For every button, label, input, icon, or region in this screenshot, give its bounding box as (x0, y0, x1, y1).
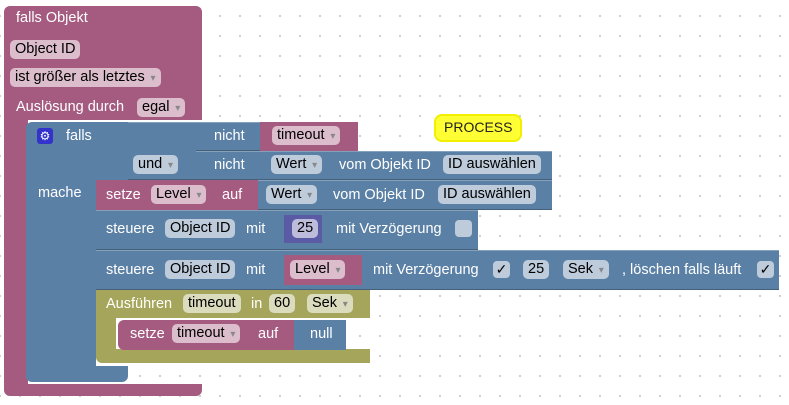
trigger-block-footer (4, 384, 202, 396)
set-timeout-auf-label: auf (258, 326, 279, 342)
control1-delay-label: mit Verzögerung (336, 221, 442, 237)
not2-id-select[interactable]: ID auswählen (443, 155, 541, 174)
set-timeout-label: setze (130, 326, 165, 342)
if-falls-label: falls (66, 128, 92, 144)
not2-from-label: vom Objekt ID (339, 157, 431, 173)
not-block-1[interactable] (196, 122, 262, 151)
gear-icon[interactable]: ⚙ (37, 128, 53, 144)
set-level-value-dropdown[interactable]: Wert (266, 185, 318, 204)
timeout-var-dropdown[interactable]: timeout (272, 126, 341, 145)
comment-text: PROCESS (444, 119, 513, 135)
control2-object-id-field[interactable]: Object ID (165, 260, 236, 279)
timeout-block-footer (96, 349, 370, 363)
null-block[interactable] (294, 320, 346, 350)
trigger-block-spine (4, 118, 28, 390)
not1-label: nicht (214, 128, 245, 144)
control2-var-dropdown[interactable]: Level (290, 260, 346, 279)
null-label: null (310, 326, 333, 342)
control1-mit-label: mit (246, 221, 266, 237)
control2-clear-checkbox[interactable]: ✓ (757, 261, 774, 278)
control2-delay-value-field[interactable]: 25 (523, 260, 550, 279)
timeout-unit-dropdown[interactable]: Sek (307, 294, 353, 313)
control2-delay-checkbox[interactable]: ✓ (493, 261, 510, 278)
control1-label: steuere (106, 221, 155, 237)
if-block-spine (26, 180, 96, 370)
set-level-label: setze (106, 187, 141, 203)
trigger-object-id-field[interactable]: Object ID (10, 40, 81, 59)
not2-value-dropdown[interactable]: Wert (271, 155, 323, 174)
trigger-condition-dropdown[interactable]: ist größer als letztes (10, 68, 161, 87)
control1-delay-checkbox[interactable] (455, 220, 472, 237)
not2-label: nicht (214, 157, 245, 173)
timeout-in-label: in (251, 296, 263, 312)
control1-value-field[interactable]: 25 (292, 219, 319, 238)
process-comment[interactable]: PROCESS (436, 116, 521, 140)
set-timeout-var-dropdown[interactable]: timeout (172, 324, 241, 343)
control2-label: steuere (106, 262, 155, 278)
set-level-var-dropdown[interactable]: Level (151, 185, 207, 204)
timeout-name-field[interactable]: timeout (183, 294, 241, 313)
if-mache-label: mache (38, 185, 82, 201)
if-block-footer (26, 366, 128, 382)
control2-mit-label: mit (246, 262, 266, 278)
control2-delay-label: mit Verzögerung (373, 262, 479, 278)
set-level-auf-label: auf (222, 187, 243, 203)
set-level-id-select[interactable]: ID auswählen (438, 185, 536, 204)
set-level-from-label: vom Objekt ID (333, 187, 425, 203)
control1-object-id-field[interactable]: Object ID (165, 219, 236, 238)
trigger-title: falls Objekt (16, 10, 88, 26)
logic-operator-dropdown[interactable]: und (133, 155, 179, 174)
trigger-label: Auslösung durch (16, 99, 125, 115)
control2-clear-label: , löschen falls läuft (622, 262, 742, 278)
control2-delay-unit-dropdown[interactable]: Sek (563, 260, 609, 279)
timeout-value-field[interactable]: 60 (269, 294, 296, 313)
timeout-block-spine (96, 316, 116, 352)
timeout-run-label: Ausführen (106, 296, 173, 312)
trigger-value-dropdown[interactable]: egal (137, 98, 186, 117)
